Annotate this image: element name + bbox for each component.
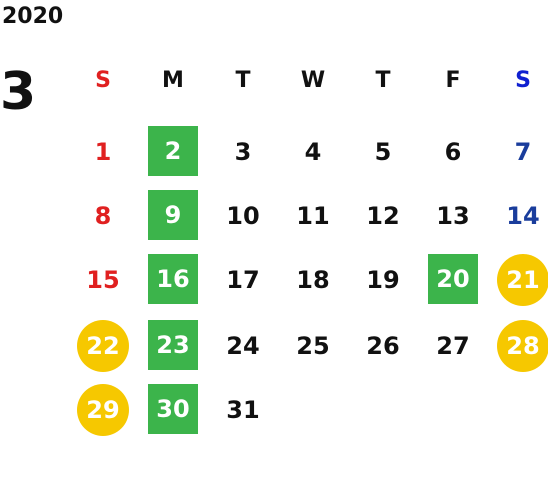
day-number: 22 [77, 320, 129, 372]
day-cell-14[interactable]: 14 [488, 190, 548, 242]
day-number: 21 [497, 254, 548, 306]
day-number: 10 [226, 202, 260, 230]
weekday-header-mon: M [162, 68, 184, 93]
day-cell-18[interactable]: 18 [278, 254, 348, 306]
day-cell-28[interactable]: 28 [488, 320, 548, 372]
day-number: 18 [296, 266, 330, 294]
day-number: 5 [374, 138, 392, 166]
day-cell-22[interactable]: 22 [68, 320, 138, 372]
day-cell-8[interactable]: 8 [68, 190, 138, 242]
weekday-header-sun: S [95, 68, 111, 93]
day-cell-24[interactable]: 24 [208, 320, 278, 372]
day-cell-29[interactable]: 29 [68, 384, 138, 436]
day-number: 29 [77, 384, 129, 436]
day-cell-10[interactable]: 10 [208, 190, 278, 242]
day-number: 7 [514, 138, 532, 166]
day-number: 1 [94, 138, 112, 166]
day-cell-11[interactable]: 11 [278, 190, 348, 242]
day-number: 8 [94, 202, 112, 230]
day-number: 26 [366, 332, 400, 360]
weekday-header-wed: W [300, 68, 326, 93]
day-cell-7[interactable]: 7 [488, 126, 548, 178]
day-number: 25 [296, 332, 330, 360]
day-cell-4[interactable]: 4 [278, 126, 348, 178]
day-cell-13[interactable]: 13 [418, 190, 488, 242]
day-cell-20[interactable]: 20 [418, 254, 488, 306]
day-number: 2 [148, 126, 198, 176]
day-number: 4 [304, 138, 322, 166]
day-number: 13 [436, 202, 470, 230]
day-cell-6[interactable]: 6 [418, 126, 488, 178]
day-number: 20 [428, 254, 478, 304]
day-cell-21[interactable]: 21 [488, 254, 548, 306]
month-label: 3 [0, 62, 37, 122]
day-number: 6 [444, 138, 462, 166]
day-cell-26[interactable]: 26 [348, 320, 418, 372]
day-cell-27[interactable]: 27 [418, 320, 488, 372]
day-cell-31[interactable]: 31 [208, 384, 278, 436]
day-cell-2[interactable]: 2 [138, 126, 208, 178]
day-cell-25[interactable]: 25 [278, 320, 348, 372]
day-cell-23[interactable]: 23 [138, 320, 208, 372]
weekday-header-sat: S [515, 68, 531, 93]
day-cell-17[interactable]: 17 [208, 254, 278, 306]
weekday-header-tue: T [235, 68, 251, 93]
day-number: 14 [506, 202, 540, 230]
day-number: 31 [226, 396, 260, 424]
day-cell-3[interactable]: 3 [208, 126, 278, 178]
day-cell-16[interactable]: 16 [138, 254, 208, 306]
day-number: 9 [148, 190, 198, 240]
day-cell-9[interactable]: 9 [138, 190, 208, 242]
day-number: 16 [148, 254, 198, 304]
day-number: 11 [296, 202, 330, 230]
day-number: 12 [366, 202, 400, 230]
day-number: 27 [436, 332, 470, 360]
day-cell-15[interactable]: 15 [68, 254, 138, 306]
day-cell-5[interactable]: 5 [348, 126, 418, 178]
year-label: 2020 [2, 4, 64, 29]
day-number: 3 [234, 138, 252, 166]
day-cell-12[interactable]: 12 [348, 190, 418, 242]
weekday-header-thu: T [375, 68, 391, 93]
day-cell-19[interactable]: 19 [348, 254, 418, 306]
weekday-header-fri: F [445, 68, 461, 93]
day-cell-30[interactable]: 30 [138, 384, 208, 436]
day-number: 30 [148, 384, 198, 434]
day-number: 23 [148, 320, 198, 370]
day-number: 15 [86, 266, 120, 294]
day-number: 28 [497, 320, 548, 372]
day-number: 24 [226, 332, 260, 360]
day-cell-1[interactable]: 1 [68, 126, 138, 178]
day-number: 17 [226, 266, 260, 294]
day-number: 19 [366, 266, 400, 294]
